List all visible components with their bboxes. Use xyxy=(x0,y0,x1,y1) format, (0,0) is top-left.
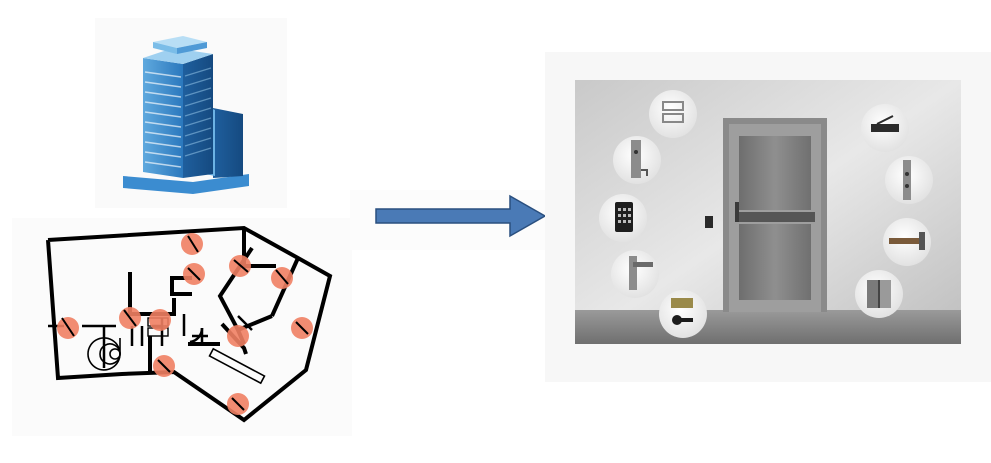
flow-arrow-panel xyxy=(350,190,555,250)
counter xyxy=(208,347,266,385)
door-upper-glass xyxy=(739,136,811,210)
cylinder-key-icon xyxy=(659,290,707,338)
access-reader xyxy=(705,216,713,228)
panic-bar-icon xyxy=(883,218,931,266)
hardware-left xyxy=(599,90,707,338)
stairwell xyxy=(87,337,121,371)
door-marker xyxy=(149,309,171,331)
right-arrow-icon xyxy=(375,194,547,238)
door-with-hardware-photo xyxy=(575,80,961,344)
floor-plan-panel xyxy=(12,218,352,436)
arrow-shape xyxy=(375,194,547,238)
door-marker xyxy=(227,325,249,347)
mortise-lock-icon xyxy=(613,136,661,184)
flush-pull-icon xyxy=(649,90,697,138)
building-tower xyxy=(143,58,183,178)
door-closer-icon xyxy=(861,104,909,152)
building-annex xyxy=(213,108,243,178)
floor-plan-icon xyxy=(46,225,333,423)
building-panel xyxy=(95,18,287,208)
door-lower-glass xyxy=(739,224,811,300)
building-roof xyxy=(153,36,207,48)
hinge-icon xyxy=(855,270,903,318)
lever-handle-icon xyxy=(611,250,659,298)
office-building-icon xyxy=(123,36,249,194)
building-base xyxy=(123,174,249,194)
floor-plan-walls xyxy=(46,225,333,423)
multipoint-lock-icon xyxy=(885,156,933,204)
hardware-right xyxy=(855,104,933,318)
keypad-reader-icon xyxy=(599,194,647,242)
photo-floor xyxy=(575,310,961,344)
door-photo-panel xyxy=(545,52,991,382)
